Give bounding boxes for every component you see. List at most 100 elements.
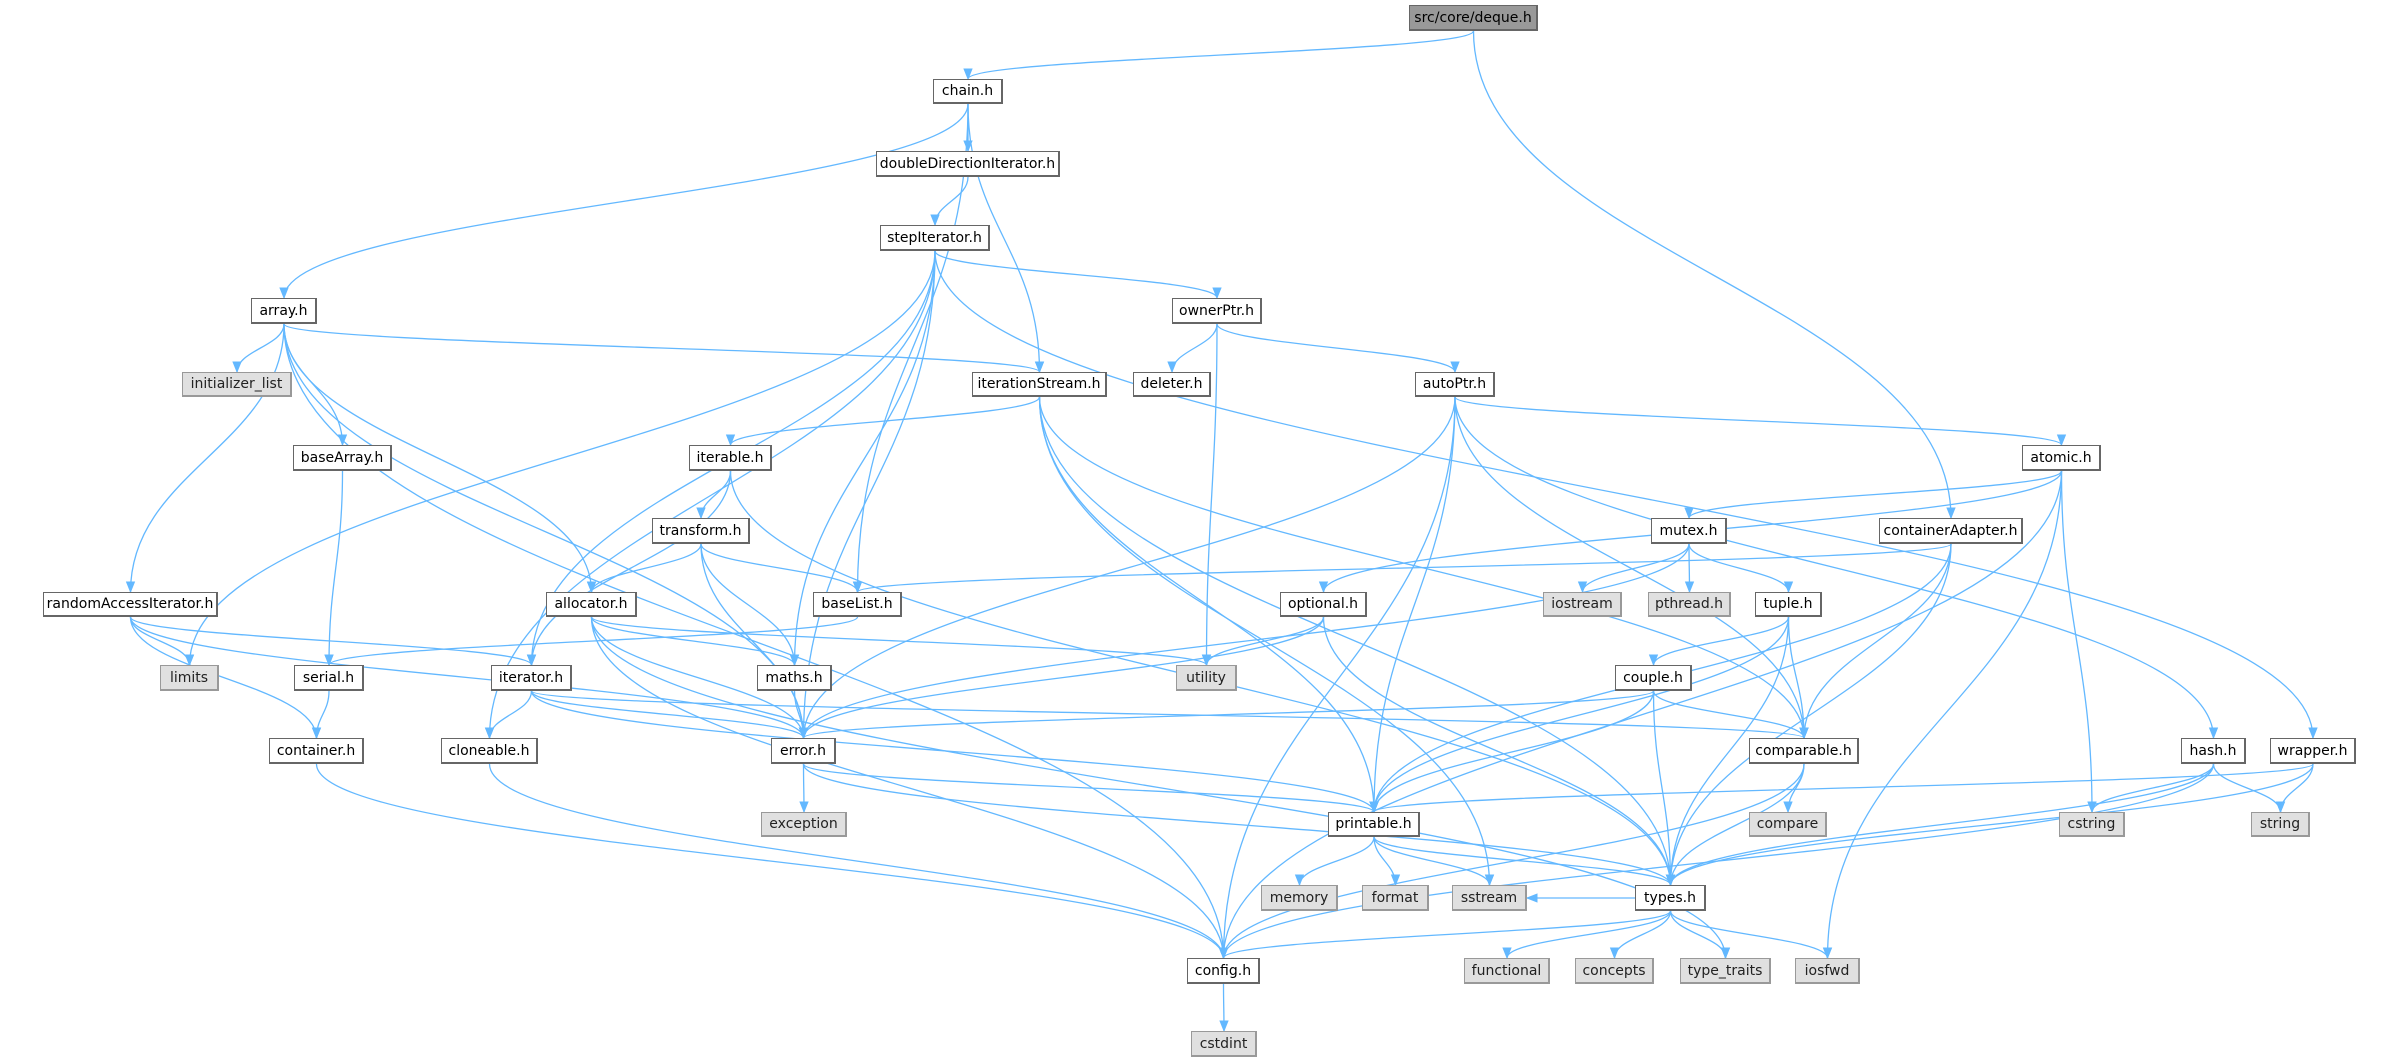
node-container[interactable]: container.h	[269, 738, 364, 764]
edge-transform-to-error	[700, 543, 809, 740]
edge-autoPtr-to-atomic	[1454, 396, 2066, 447]
node-hash[interactable]: hash.h	[2181, 738, 2246, 764]
edge-atomic-to-iosfwd	[1822, 470, 2063, 960]
node-deleter[interactable]: deleter.h	[1133, 372, 1211, 397]
node-ddi[interactable]: doubleDirectionIterator.h	[876, 151, 1060, 177]
edge-serial-to-container	[311, 690, 330, 740]
edge-deque-to-chain	[963, 30, 1475, 81]
node-functional: functional	[1464, 958, 1550, 984]
edge-stepIterator-to-ownerPtr	[934, 250, 1222, 300]
edge-hash-to-cstring	[2087, 763, 2215, 814]
node-memory: memory	[1261, 885, 1338, 911]
node-concepts: concepts	[1575, 958, 1654, 984]
node-deque[interactable]: src/core/deque.h	[1409, 5, 1538, 31]
edge-couple-to-error	[799, 690, 1655, 740]
node-config[interactable]: config.h	[1187, 958, 1260, 984]
edge-comparable-to-config	[1218, 763, 1805, 960]
node-maths[interactable]: maths.h	[757, 665, 832, 691]
node-allocator[interactable]: allocator.h	[546, 592, 637, 617]
edge-container-to-config	[315, 763, 1229, 960]
node-iterationStream[interactable]: iterationStream.h	[972, 372, 1107, 397]
edge-iterator-to-comparable	[530, 690, 1809, 740]
node-compare: compare	[1749, 812, 1827, 837]
node-ownerPtr[interactable]: ownerPtr.h	[1172, 298, 1262, 324]
edge-iterator-to-cloneable	[484, 690, 533, 740]
edge-autoPtr-to-hash	[1454, 396, 2219, 740]
node-printable[interactable]: printable.h	[1328, 812, 1420, 837]
node-wrapper[interactable]: wrapper.h	[2270, 738, 2356, 764]
edge-autoPtr-to-printable	[1369, 396, 1456, 814]
node-mutex[interactable]: mutex.h	[1651, 518, 1727, 544]
edge-types-to-iosfwd	[1669, 910, 1833, 960]
node-sstream: sstream	[1452, 885, 1527, 911]
node-array[interactable]: array.h	[251, 298, 317, 324]
edge-ddi-to-stepIterator	[930, 176, 969, 227]
edge-mutex-to-tuple	[1688, 543, 1794, 594]
edge-mutex-to-pthread	[1684, 543, 1695, 594]
edge-error-to-printable	[802, 763, 1379, 814]
node-tuple[interactable]: tuple.h	[1755, 592, 1822, 617]
edge-chain-to-array	[279, 103, 969, 300]
node-transform[interactable]: transform.h	[652, 518, 750, 544]
edge-autoPtr-to-error	[798, 396, 1456, 740]
node-comparable[interactable]: comparable.h	[1749, 738, 1859, 764]
edge-iterator-to-printable	[530, 690, 1379, 814]
edge-array-to-config	[283, 323, 1229, 960]
node-serial[interactable]: serial.h	[294, 665, 364, 691]
edge-allocator-to-error	[590, 616, 809, 740]
edge-printable-to-types	[1373, 836, 1676, 887]
node-containerAdapter[interactable]: containerAdapter.h	[1879, 518, 2023, 544]
edge-array-to-iterationStream	[283, 323, 1044, 374]
edge-iterationStream-to-iterable	[725, 396, 1041, 447]
edge-stepIterator-to-maths	[789, 250, 936, 667]
node-error[interactable]: error.h	[771, 738, 836, 764]
edge-printable-to-format	[1373, 836, 1401, 887]
edge-randomAccessIterator-to-container	[129, 616, 322, 740]
edge-chain-to-iterationStream	[967, 103, 1045, 374]
node-stepIterator[interactable]: stepIterator.h	[880, 225, 990, 251]
edge-hash-to-types	[1665, 763, 2215, 887]
edge-iterationStream-to-printable	[1038, 396, 1379, 814]
node-iterator[interactable]: iterator.h	[491, 665, 572, 691]
node-cloneable[interactable]: cloneable.h	[441, 738, 538, 764]
edge-cloneable-to-config	[488, 763, 1229, 960]
edge-chain-to-baseList	[852, 103, 969, 594]
edge-baseList-to-serial	[324, 616, 859, 667]
node-atomic[interactable]: atomic.h	[2022, 445, 2101, 471]
node-pthread: pthread.h	[1648, 592, 1731, 617]
edge-types-to-functional	[1502, 910, 1672, 960]
node-string: string	[2251, 812, 2310, 837]
edge-transform-to-maths	[700, 543, 800, 667]
node-baseArray[interactable]: baseArray.h	[293, 445, 392, 471]
edge-array-to-allocator	[283, 323, 597, 594]
edge-types-to-type_traits	[1669, 910, 1731, 960]
edge-baseArray-to-serial	[324, 470, 344, 667]
node-chain[interactable]: chain.h	[933, 79, 1003, 104]
edge-types-to-concepts	[1609, 910, 1672, 960]
edge-wrapper-to-string	[2275, 763, 2314, 814]
edge-randomAccessIterator-to-limits	[129, 616, 195, 667]
edge-atomic-to-mutex	[1684, 470, 2063, 520]
edge-couple-to-types	[1652, 690, 1676, 887]
node-baseList[interactable]: baseList.h	[813, 592, 902, 617]
edge-tuple-to-comparable	[1787, 616, 1809, 740]
node-iosfwd: iosfwd	[1795, 958, 1860, 984]
node-types[interactable]: types.h	[1635, 885, 1706, 911]
edge-optional-to-error	[798, 616, 1325, 740]
node-iostream: iostream	[1543, 592, 1622, 617]
node-utility: utility	[1176, 665, 1237, 691]
node-iterable[interactable]: iterable.h	[689, 445, 772, 471]
node-randomAccessIterator[interactable]: randomAccessIterator.h	[43, 592, 218, 617]
node-optional[interactable]: optional.h	[1280, 592, 1367, 617]
edge-mutex-to-iostream	[1577, 543, 1690, 594]
edge-iterationStream-to-types	[1038, 396, 1676, 887]
node-couple[interactable]: couple.h	[1615, 665, 1692, 691]
edge-randomAccessIterator-to-error	[129, 616, 809, 740]
edge-config-to-cstdint	[1219, 983, 1229, 1033]
node-autoPtr[interactable]: autoPtr.h	[1415, 372, 1495, 397]
edge-iterable-to-transform	[696, 470, 732, 520]
node-cstdint: cstdint	[1191, 1031, 1257, 1057]
edge-stepIterator-to-error	[798, 250, 936, 740]
edge-iterator-to-error	[530, 690, 809, 740]
